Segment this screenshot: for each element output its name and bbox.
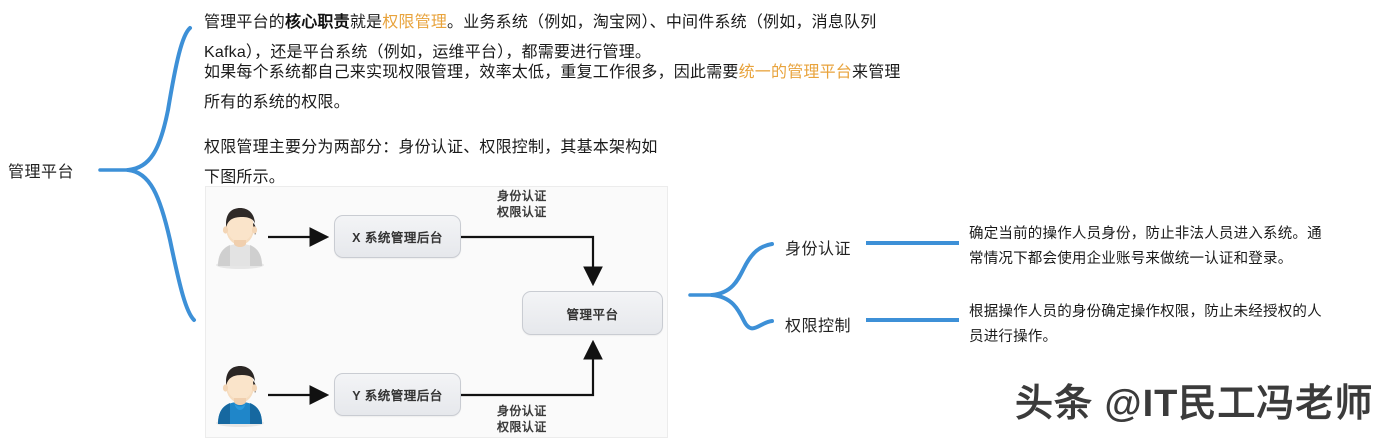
- diagram-box-x-system[interactable]: X 系统管理后台: [334, 215, 461, 258]
- edge-label-top-line1: 身份认证: [497, 189, 547, 203]
- edge-label-top-line2: 权限认证: [497, 205, 547, 219]
- description-access-control: 根据操作人员的身份确定操作权限，防止未经授权的人 员进行操作。: [969, 300, 1322, 350]
- p2-line1-part-a: 如果每个系统都自己来实现权限管理，效率太低，重复工作很多，因此需要: [204, 64, 739, 81]
- description-access-control-line2: 员进行操作。: [969, 329, 1058, 345]
- diagram-box-y-system[interactable]: Y 系统管理后台: [334, 373, 461, 416]
- mindmap-node-identity-auth[interactable]: 身份认证: [785, 241, 852, 258]
- p1-line1-part-b: 就是: [349, 14, 383, 31]
- paragraph-two-parts: 权限管理主要分为两部分：身份认证、权限控制，其基本架构如 下图所示。: [204, 133, 658, 193]
- p3-line1: 权限管理主要分为两部分：身份认证、权限控制，其基本架构如: [204, 139, 658, 156]
- diagram-box-platform[interactable]: 管理平台: [522, 291, 663, 335]
- p2-line1-part-b: 来管理: [852, 64, 901, 81]
- p1-line2: Kafka），还是平台系统（例如，运维平台），都需要进行管理。: [204, 44, 652, 61]
- diagram-connectors: [268, 227, 603, 405]
- paragraph-unified-platform: 如果每个系统都自己来实现权限管理，效率太低，重复工作很多，因此需要统一的管理平台…: [204, 58, 901, 118]
- edge-label-bottom-line2: 权限认证: [497, 420, 547, 434]
- diagram-edge-label-bottom: 身份认证 权限认证: [497, 403, 547, 435]
- architecture-diagram: X 系统管理后台 Y 系统管理后台 管理平台 身份认证 权限认证 身份认证 权限…: [205, 186, 668, 438]
- watermark: 头条 @IT民工冯老师: [1015, 383, 1374, 425]
- paragraph-core-duty: 管理平台的核心职责就是权限管理。业务系统（例如，淘宝网）、中间件系统（例如，消息…: [204, 8, 876, 68]
- mindmap-node-access-control[interactable]: 权限控制: [785, 318, 852, 335]
- description-access-control-line1: 根据操作人员的身份确定操作权限，防止未经授权的人: [969, 304, 1322, 320]
- p1-line1-highlight: 权限管理: [382, 14, 448, 31]
- diagram-edge-label-top: 身份认证 权限认证: [497, 188, 547, 220]
- p2-line2: 所有的系统的权限。: [204, 94, 350, 111]
- user-avatar-gray-icon: [216, 208, 264, 269]
- description-identity-auth: 确定当前的操作人员身份，防止非法人员进入系统。通 常情况下都会使用企业账号来做统…: [969, 222, 1322, 272]
- mindmap-root-node[interactable]: 管理平台: [8, 164, 75, 181]
- p1-line1-part-a: 管理平台的: [204, 14, 286, 31]
- user-avatar-blue-icon: [216, 366, 264, 427]
- p2-line1-highlight: 统一的管理平台: [738, 64, 853, 81]
- p3-line2: 下图所示。: [204, 169, 286, 186]
- description-identity-auth-line2: 常情况下都会使用企业账号来做统一认证和登录。: [969, 251, 1293, 267]
- p1-line1-bold: 核心职责: [285, 14, 350, 31]
- p1-line1-part-c: 。业务系统（例如，淘宝网）、中间件系统（例如，消息队列: [447, 14, 877, 31]
- description-identity-auth-line1: 确定当前的操作人员身份，防止非法人员进入系统。通: [969, 226, 1322, 242]
- edge-label-bottom-line1: 身份认证: [497, 404, 547, 418]
